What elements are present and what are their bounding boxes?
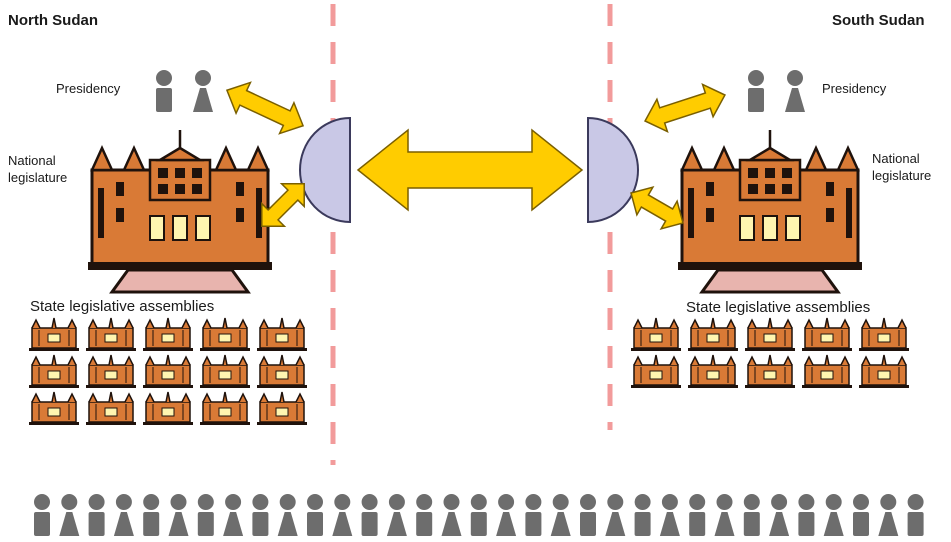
population-person-icon [332, 494, 353, 536]
population-person-icon [34, 494, 50, 536]
population-row [34, 494, 924, 536]
population-person-icon [878, 494, 899, 536]
south-title: South Sudan [832, 12, 925, 29]
north-state-assembly-icon [28, 354, 80, 389]
north-presidency-arrow-icon [225, 81, 305, 135]
central-double-arrow-icon [356, 128, 584, 212]
population-person-icon [714, 494, 735, 536]
south-state-assembly-icon [630, 354, 682, 389]
south-presidency-arrow-icon [644, 82, 726, 134]
population-person-icon [907, 494, 924, 536]
population-person-icon [689, 494, 706, 536]
south-state-assembly-icon [801, 354, 853, 389]
population-person-icon [634, 494, 651, 536]
north-state-assemblies [28, 317, 308, 426]
population-person-icon [496, 494, 517, 536]
north-state-assembly-icon [256, 391, 308, 426]
north-legislature-building-icon [86, 128, 274, 294]
population-person-icon [769, 494, 790, 536]
population-person-icon [307, 494, 323, 536]
population-person-icon [197, 494, 214, 536]
population-person-icon [823, 494, 844, 536]
north-dome-icon [299, 116, 351, 224]
south-legislature-arrow-icon [630, 185, 684, 231]
population-person-icon [853, 494, 869, 536]
north-state-assembly-icon [28, 391, 80, 426]
population-person-icon [659, 494, 680, 536]
north-legislature-label: National legislature [8, 153, 68, 185]
south-states-label: State legislative assemblies [686, 299, 871, 316]
population-person-icon [416, 494, 433, 536]
population-person-icon [88, 494, 105, 536]
south-state-assembly-icon [687, 317, 739, 352]
north-title: North Sudan [8, 12, 98, 29]
population-person-icon [252, 494, 269, 536]
south-legislature-building-icon [676, 128, 864, 294]
north-presidency-label: Presidency [56, 81, 121, 96]
south-state-assembly-icon [687, 354, 739, 389]
south-state-assemblies [630, 317, 910, 389]
north-legislature-arrow-icon [261, 183, 305, 227]
south-state-assembly-icon [630, 317, 682, 352]
population-person-icon [361, 494, 378, 536]
north-state-assembly-icon [28, 317, 80, 352]
north-state-assembly-icon [85, 317, 137, 352]
population-person-icon [470, 494, 487, 536]
north-state-assembly-icon [142, 317, 194, 352]
north-state-assembly-icon [256, 317, 308, 352]
south-presidency-label: Presidency [822, 81, 887, 96]
population-person-icon [441, 494, 462, 536]
population-person-icon [59, 494, 80, 536]
population-person-icon [277, 494, 298, 536]
north-state-assembly-icon [256, 354, 308, 389]
north-state-assembly-icon [142, 354, 194, 389]
north-state-assembly-icon [199, 354, 251, 389]
south-state-assembly-icon [744, 354, 796, 389]
north-presidency-icon [156, 70, 213, 112]
population-person-icon [113, 494, 134, 536]
south-dome-icon [587, 116, 639, 224]
population-person-icon [743, 494, 760, 536]
south-legislature-label: National legislature [872, 151, 932, 183]
south-state-assembly-icon [858, 354, 910, 389]
population-person-icon [605, 494, 626, 536]
north-state-assembly-icon [199, 391, 251, 426]
south-presidency-icon [748, 70, 805, 112]
population-person-icon [168, 494, 189, 536]
population-person-icon [525, 494, 542, 536]
population-person-icon [798, 494, 815, 536]
population-person-icon [580, 494, 596, 536]
population-person-icon [223, 494, 244, 536]
north-states-label: State legislative assemblies [30, 298, 215, 315]
north-state-assembly-icon [85, 391, 137, 426]
population-person-icon [550, 494, 571, 536]
population-person-icon [386, 494, 407, 536]
population-person-icon [143, 494, 160, 536]
north-state-assembly-icon [142, 391, 194, 426]
north-state-assembly-icon [85, 354, 137, 389]
south-state-assembly-icon [801, 317, 853, 352]
south-state-assembly-icon [858, 317, 910, 352]
south-state-assembly-icon [744, 317, 796, 352]
north-state-assembly-icon [199, 317, 251, 352]
